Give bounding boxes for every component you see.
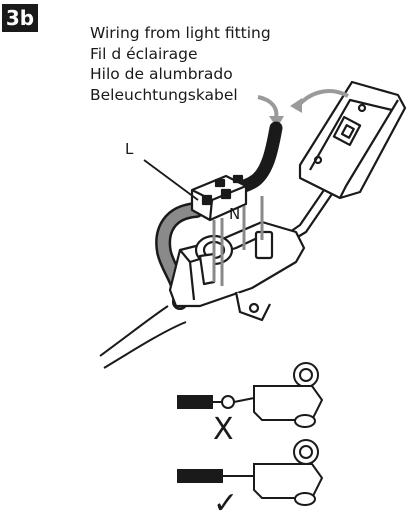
wrong-mark: X: [213, 412, 234, 447]
step-badge: 3b: [2, 4, 38, 32]
label-live: L: [125, 140, 134, 158]
label-neutral: N: [229, 205, 241, 223]
caption-line-es: Hilo de alumbrado: [90, 65, 233, 83]
incorrect-connection: [177, 362, 324, 428]
right-mark: ✓: [213, 486, 239, 521]
terminal-block: [190, 174, 248, 222]
caption-line-de: Beleuchtungskabel: [90, 85, 238, 104]
caption-line-en: Wiring from light fitting: [90, 24, 271, 42]
correct-connection: [177, 439, 324, 506]
arrow-bracket-to-wire: [290, 89, 349, 113]
caption-line-fr: Fil d éclairage: [90, 44, 198, 63]
leader-line-live: [143, 159, 199, 201]
connection-lines: [212, 196, 264, 286]
junction-box: [168, 220, 306, 322]
caption: Wiring from light fitting Fil d éclairag…: [90, 23, 271, 105]
main-cable: [99, 305, 187, 369]
mounting-bracket: [289, 80, 407, 239]
